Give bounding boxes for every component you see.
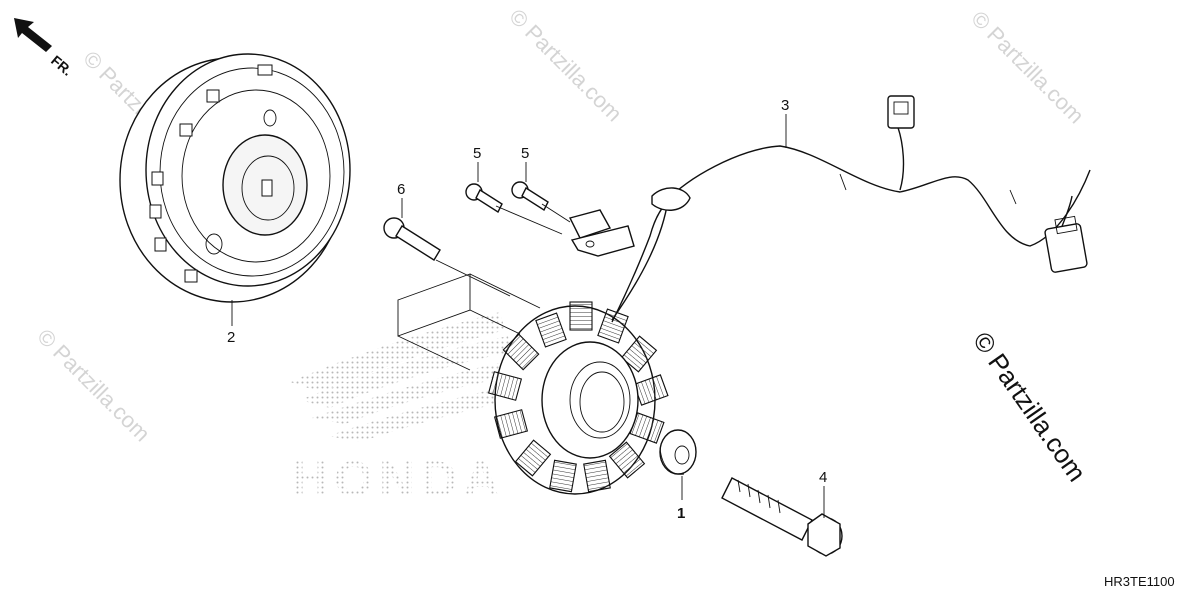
callout-4: 4 [819,469,827,486]
flywheel-teeth [149,64,273,283]
washer-part [659,429,697,475]
callout-5b: 5 [521,145,529,162]
bolt-part-6 [383,217,441,261]
leader-lines [231,114,825,518]
flywheel-part [119,53,351,303]
screw-part-5a [465,183,503,214]
stator-part [487,301,669,495]
front-direction-indicator: FR. [14,18,76,79]
harness-connector-large [1044,215,1088,273]
copyright-notice: © Partzilla.com [967,326,1092,487]
watermark-text: © Partzilla.com [32,324,155,447]
watermark-text: © Partzilla.com [504,4,627,127]
honda-wordmark: HONDA [292,451,505,507]
callout-6: 6 [397,181,405,198]
watermark-text: © Partzilla.com [966,6,1089,129]
callout-2: 2 [227,329,235,346]
callout-5a: 5 [473,145,481,162]
callout-3: 3 [781,97,789,114]
screw-part-5b [511,181,549,212]
flange-bolt-part [721,477,843,557]
brand-watermark: HONDA [290,312,514,507]
wire-harness [611,95,1091,323]
harness-connector-small [887,95,915,129]
callouts: 1 2 3 4 5 5 6 [227,97,827,522]
direction-label: FR. [48,52,76,79]
stator-poles [487,301,669,493]
diagram-code: HR3TE1100 [1104,574,1175,589]
callout-1: 1 [677,505,685,522]
wing-logo-icon [290,312,514,442]
direction-arrow-icon [14,18,52,52]
pulser-sensor [568,209,635,257]
